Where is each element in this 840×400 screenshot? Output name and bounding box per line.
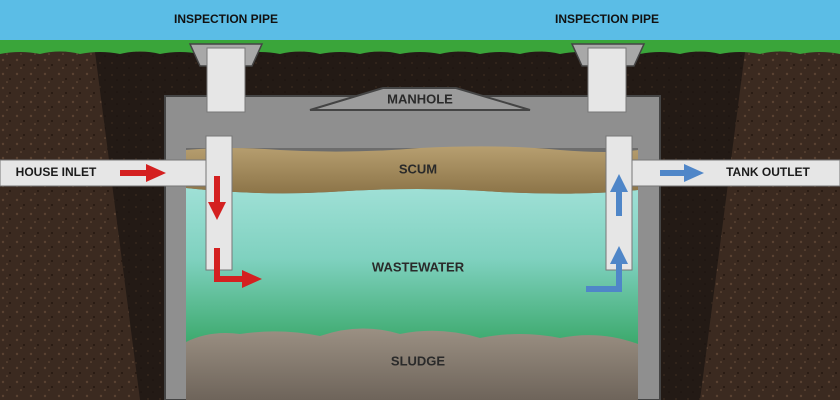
manhole-cover: [309, 87, 531, 111]
outflow-arrow-up-icon: [610, 174, 628, 216]
inspection-pipe-left: [188, 43, 264, 113]
wastewater-layer: [186, 188, 638, 346]
scum-layer: [186, 146, 638, 194]
label-inspection-pipe-right: INSPECTION PIPE: [555, 12, 659, 26]
inspection-pipe-right: [570, 43, 646, 113]
outflow-arrow-elbow-icon: [586, 246, 628, 292]
label-house-inlet: HOUSE INLET: [16, 165, 97, 179]
grass: [0, 40, 840, 54]
inflow-arrows: [120, 164, 262, 288]
label-sludge: SLUDGE: [391, 353, 446, 368]
label-wastewater: WASTEWATER: [372, 259, 465, 274]
label-scum: SCUM: [399, 161, 437, 176]
sludge-layer: [186, 328, 638, 400]
outflow-arrow-horizontal-icon: [660, 164, 704, 182]
inflow-arrow-horizontal-icon: [120, 164, 166, 182]
label-tank-outlet: TANK OUTLET: [726, 165, 810, 179]
label-inspection-pipe-left: INSPECTION PIPE: [174, 12, 278, 26]
label-manhole: MANHOLE: [387, 91, 453, 106]
outflow-arrows: [586, 164, 704, 292]
inflow-arrow-elbow-icon: [214, 248, 262, 288]
inflow-arrow-down-icon: [208, 176, 226, 220]
sky: [0, 0, 840, 44]
